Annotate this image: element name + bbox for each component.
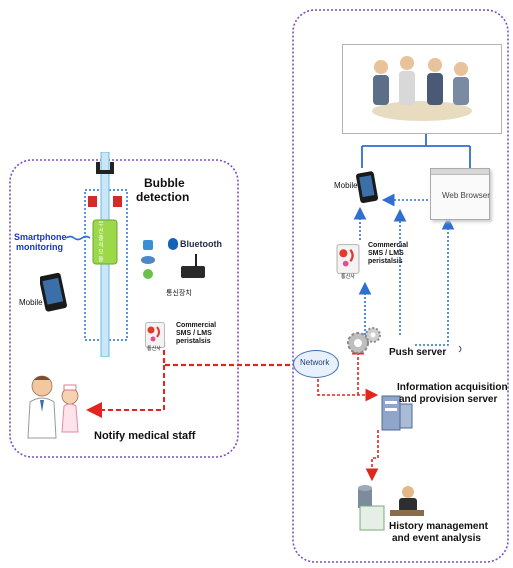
medical-staff-icon — [27, 375, 79, 439]
notify-medical-staff: Notify medical staff — [94, 430, 196, 442]
info-server-line1: Information acquisition — [397, 382, 508, 393]
communication-device-icon — [181, 254, 205, 278]
tree-connector — [361, 132, 471, 168]
left-sms-caption: 통신사 — [147, 346, 161, 352]
info-server-line2: and provision server — [399, 394, 498, 405]
left-sms-line1: Commercial — [176, 322, 217, 329]
right-panel-frame — [292, 9, 509, 563]
right-mobile-phone-icon — [356, 171, 379, 204]
web-browser-label: Web Browser — [442, 191, 490, 200]
right-sms-line3: peristalsis — [368, 258, 403, 265]
bubble-detection-line1: Bubble — [144, 176, 185, 190]
comm-device-caption: 통신장치 — [166, 290, 192, 297]
arrow-info-to-history — [365, 430, 379, 482]
left-sms-line3: peristalsis — [176, 338, 211, 345]
bluetooth-icon — [168, 238, 178, 250]
left-sms-line2: SMS / LMS — [176, 330, 212, 337]
sms-service-icon — [145, 322, 165, 348]
meeting-people-icon — [372, 56, 472, 121]
information-server-icon — [381, 395, 413, 431]
push-server-gears-icon — [347, 327, 381, 354]
connectivity-icons — [141, 240, 155, 279]
right-sms-caption: 통신사 — [341, 274, 355, 280]
web-browser-window: Web Browser — [430, 168, 490, 220]
iv-line-device — [84, 152, 128, 357]
right-sms-line2: SMS / LMS — [368, 250, 404, 257]
meeting-photo — [342, 44, 502, 134]
arrow-push-to-browser — [415, 216, 455, 346]
push-bracket — [458, 345, 462, 353]
smartphone-monitoring-line1: Smartphone — [14, 232, 67, 242]
history-management-icon — [358, 485, 424, 531]
history-line1: History management — [389, 521, 488, 532]
arrow-network-to-info-server — [317, 374, 379, 402]
history-line2: and event analysis — [392, 533, 481, 544]
smartphone-monitoring-line2: monitoring — [16, 242, 63, 252]
push-server-label: Push server — [389, 347, 447, 358]
right-sms-line1: Commercial — [368, 242, 409, 249]
smartphone-signal-wave — [65, 235, 91, 241]
left-panel-frame — [9, 159, 239, 458]
arrow-to-notify-staff — [86, 365, 165, 418]
network-node: Network — [293, 350, 339, 378]
bubble-detection-line2: detection — [136, 190, 190, 204]
left-mobile-label: Mobile — [19, 298, 43, 307]
right-sms-service-icon — [336, 244, 360, 274]
tube-module-label: 무선 출석 모듈 — [98, 222, 104, 263]
network-label: Network — [300, 358, 330, 367]
right-mobile-label: Mobile — [334, 181, 358, 190]
bluetooth-label: Bluetooth — [180, 239, 222, 249]
mobile-phone-icon — [40, 272, 67, 312]
